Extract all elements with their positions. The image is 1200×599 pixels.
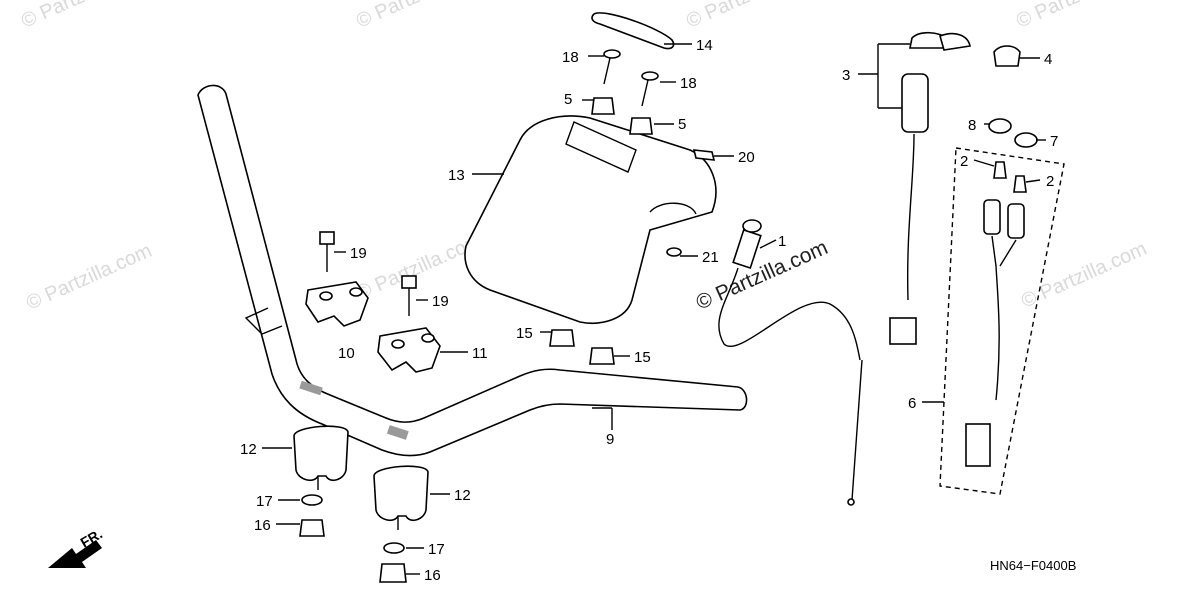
callout-12: 12 [240, 441, 257, 458]
watermark: © Partzilla.com [353, 230, 485, 305]
watermark: © Partzilla.com [18, 0, 150, 33]
callout-7: 7 [1050, 133, 1058, 150]
upper-holder-left[interactable] [305, 281, 369, 327]
handlebar[interactable] [197, 84, 748, 457]
bulb-2-left[interactable] [993, 161, 1007, 179]
upper-holder-right[interactable] [377, 327, 441, 373]
callouts: 14 18 18 5 5 20 13 21 19 19 10 11 15 15 … [240, 37, 1058, 584]
grommet-5-left[interactable] [591, 97, 615, 115]
washer-21[interactable] [666, 247, 682, 257]
callout-12: 12 [454, 487, 471, 504]
callout-19: 19 [350, 245, 367, 262]
screw-18-right[interactable] [641, 71, 659, 107]
callout-2: 2 [960, 153, 968, 170]
bolt-19-right[interactable] [401, 275, 417, 316]
clip-20[interactable] [692, 149, 716, 161]
collar-15-left[interactable] [549, 329, 575, 347]
callout-5: 5 [678, 116, 686, 133]
front-arrow: FR. [48, 525, 105, 568]
callout-16: 16 [424, 567, 441, 584]
harness-6-outline [939, 147, 1065, 495]
watermark: © Partzilla.com [353, 0, 485, 33]
callout-20: 20 [738, 149, 755, 166]
handlebar-cover[interactable] [464, 115, 717, 324]
callout-10: 10 [338, 345, 355, 362]
washer-17-left[interactable] [301, 494, 323, 506]
switch-cable-1[interactable] [718, 219, 863, 506]
watermark: © Partzilla.com [23, 240, 155, 315]
pad-14[interactable] [591, 12, 675, 50]
callout-16: 16 [254, 517, 271, 534]
watermark: © Partzilla.com [1018, 238, 1150, 313]
callout-19: 19 [432, 293, 449, 310]
nut-16-left[interactable] [299, 519, 325, 537]
callout-21: 21 [702, 249, 719, 266]
callout-3: 3 [842, 67, 850, 84]
callout-13: 13 [448, 167, 465, 184]
cap-8[interactable] [988, 118, 1012, 134]
lower-holder-left[interactable] [293, 425, 349, 490]
callout-15: 15 [516, 325, 533, 342]
callout-14: 14 [696, 37, 713, 54]
callout-11: 11 [472, 345, 488, 362]
callout-4: 4 [1044, 51, 1052, 68]
callout-18: 18 [562, 49, 579, 66]
switch-assembly-3[interactable] [889, 31, 971, 345]
callout-17: 17 [428, 541, 445, 558]
bolt-19-left[interactable] [319, 231, 335, 272]
callout-9: 9 [606, 431, 614, 448]
collar-15-right[interactable] [589, 347, 615, 365]
callout-8: 8 [968, 117, 976, 134]
callout-18: 18 [680, 75, 697, 92]
lower-holder-right[interactable] [373, 465, 429, 530]
knob-4[interactable] [993, 45, 1021, 67]
washer-17-right[interactable] [383, 542, 405, 554]
nut-16-right[interactable] [379, 563, 407, 583]
callout-2: 2 [1046, 173, 1054, 190]
diagram-code: HN64−F0400B [990, 558, 1076, 573]
callout-17: 17 [256, 493, 273, 510]
callout-5: 5 [564, 91, 572, 108]
harness-6[interactable] [965, 199, 1025, 467]
callout-6: 6 [908, 395, 916, 412]
callout-1: 1 [778, 233, 786, 250]
callout-15: 15 [634, 349, 651, 366]
watermark: © Partzilla.com [1013, 0, 1145, 33]
cap-7[interactable] [1014, 132, 1038, 148]
grommet-5-right[interactable] [629, 117, 653, 135]
watermark: © Partzilla.com [683, 0, 815, 33]
bulb-2-right[interactable] [1013, 175, 1027, 193]
leader-lines [262, 43, 1046, 575]
screw-18-left[interactable] [603, 49, 621, 85]
